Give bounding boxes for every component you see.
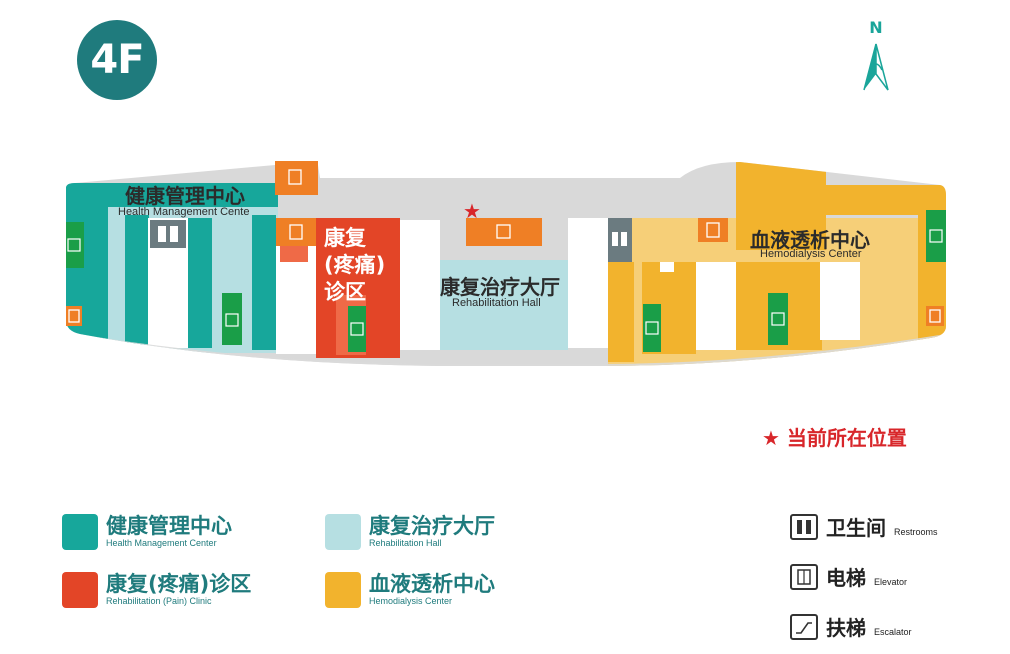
facility-cn: 电梯	[826, 566, 866, 590]
compass: N	[852, 18, 900, 98]
escalator-marker	[643, 304, 661, 352]
escalator-marker	[926, 210, 946, 262]
facility-en: Restrooms	[894, 526, 938, 537]
legend-swatch	[325, 572, 361, 608]
restroom-icon	[790, 513, 818, 540]
elevator-icon	[790, 563, 818, 590]
current-location-legend: ★ 当前所在位置	[762, 422, 907, 451]
restroom-block	[608, 218, 632, 262]
compass-north-label: N	[869, 18, 883, 37]
zone-hemo-band	[736, 162, 826, 250]
zone-rehab-clinic-label: 康复 (疼痛) 诊区	[324, 225, 385, 306]
facility-elevator: 电梯 Elevator	[790, 562, 907, 591]
escalator-marker	[348, 306, 366, 352]
zone-hemo-room	[696, 262, 736, 350]
elevator-marker	[276, 218, 316, 246]
current-location-star-icon: ★	[463, 199, 481, 223]
current-location-legend-star-icon: ★	[762, 426, 780, 450]
legend-cn: 血液透析中心	[369, 572, 495, 596]
zone-health-room	[188, 218, 212, 348]
escalator-marker-main	[466, 218, 542, 246]
zone-health-band	[66, 183, 278, 207]
zone-rehab-clinic-line3: 诊区	[324, 280, 366, 304]
zone-rehab-clinic-line2: (疼痛)	[324, 253, 386, 277]
zone-hemo-room	[660, 262, 674, 272]
zone-health-room	[252, 215, 276, 350]
facility-escalator: 扶梯 Escalator	[790, 612, 912, 641]
zone-hemo-label-en: Hemodialysis Center	[760, 248, 862, 260]
corridor-room	[400, 220, 440, 350]
escalator-marker	[66, 222, 84, 268]
zone-health-room	[125, 215, 149, 345]
zone-rehab-clinic-line1: 康复	[324, 226, 366, 250]
floor-label: 4F	[90, 37, 144, 83]
zone-rehab-hall-label: 康复治疗大厅	[440, 275, 560, 299]
facility-cn: 卫生间	[826, 516, 886, 540]
floor-badge: 4F	[77, 20, 157, 100]
elevator-marker	[66, 306, 82, 326]
zone-rehab-hall-label-en: Rehabilitation Hall	[452, 297, 541, 309]
zone-hemo-room	[820, 262, 860, 340]
legend-cn: 健康管理中心	[106, 514, 232, 538]
zone-rehab-clinic-room	[280, 246, 308, 262]
zone-health-label: 健康管理中心	[125, 184, 245, 208]
legend-swatch	[62, 572, 98, 608]
legend-en: Rehabilitation Hall	[369, 538, 442, 548]
facility-restroom: 卫生间 Restrooms	[790, 512, 938, 541]
restroom-marker	[150, 220, 186, 248]
elevator-marker	[698, 218, 728, 242]
elevator-marker	[926, 306, 944, 326]
current-location-legend-label: 当前所在位置	[786, 426, 907, 450]
escalator-marker	[768, 293, 788, 345]
facility-cn: 扶梯	[826, 616, 866, 640]
zone-health-label-en: Health Management Cente	[118, 206, 250, 218]
legend-en: Rehabilitation (Pain) Clinic	[106, 596, 212, 606]
zone-hemo-label: 血液透析中心	[750, 228, 870, 252]
elevator-marker	[275, 161, 318, 195]
legend-cn: 康复(疼痛)诊区	[106, 572, 252, 596]
legend-cn: 康复治疗大厅	[369, 514, 495, 538]
legend-en: Health Management Center	[106, 538, 217, 548]
zone-hemo-band	[826, 185, 918, 215]
legend-swatch	[325, 514, 361, 550]
escalator-marker	[222, 293, 242, 345]
legend-swatch	[62, 514, 98, 550]
corridor-room	[568, 218, 608, 348]
legend-en: Hemodialysis Center	[369, 596, 453, 606]
facility-en: Elevator	[874, 576, 908, 587]
zone-hemo-room	[608, 262, 634, 362]
compass-arrow-icon	[863, 43, 889, 91]
facility-en: Escalator	[874, 626, 912, 637]
zone-rehab-hall	[440, 260, 568, 350]
escalator-icon	[790, 613, 818, 640]
